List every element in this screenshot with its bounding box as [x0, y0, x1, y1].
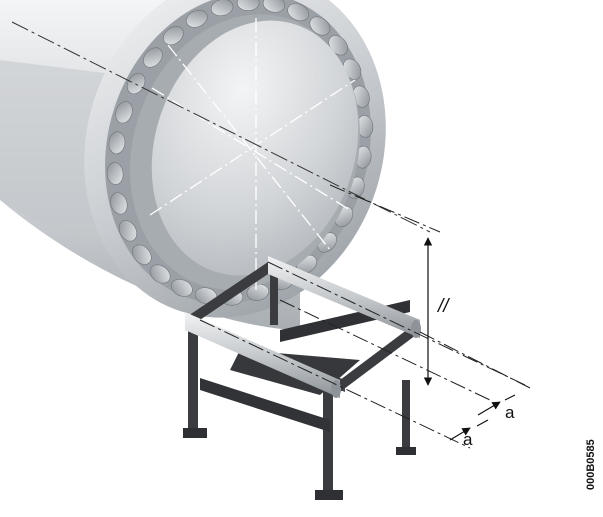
roller: [236, 0, 260, 12]
distance-a-lower-arrow-2: [476, 419, 489, 427]
roller: [143, 47, 163, 68]
parallelism-label: //: [436, 296, 450, 317]
roller: [106, 162, 124, 185]
distance-a-label-lower: a: [463, 430, 473, 449]
roller: [185, 9, 208, 28]
distance-a-upper-arrow-2: [504, 394, 516, 401]
distance-a-upper-arrow: [477, 401, 501, 416]
distance-a-lower-arrow: [449, 427, 471, 441]
support-rail-front: [185, 312, 341, 398]
roller: [118, 220, 138, 242]
shaft-axis-line: [11, 21, 431, 233]
roller: [262, 0, 286, 13]
shaft-end-face: [151, 20, 359, 276]
distance-a-label-upper: a: [505, 403, 515, 422]
roller: [108, 131, 126, 155]
roller-set: [106, 0, 374, 306]
roller: [163, 26, 184, 46]
figure-code: 000B0585: [585, 439, 597, 490]
roller: [132, 244, 152, 265]
roller: [287, 3, 310, 21]
roller: [210, 0, 234, 17]
roller: [170, 279, 193, 297]
dimension-extension-lines: [199, 184, 531, 449]
roller: [309, 16, 331, 36]
face-center-lines: [149, 18, 356, 290]
roller: [115, 101, 133, 124]
roller: [110, 192, 128, 215]
roller: [149, 264, 171, 284]
